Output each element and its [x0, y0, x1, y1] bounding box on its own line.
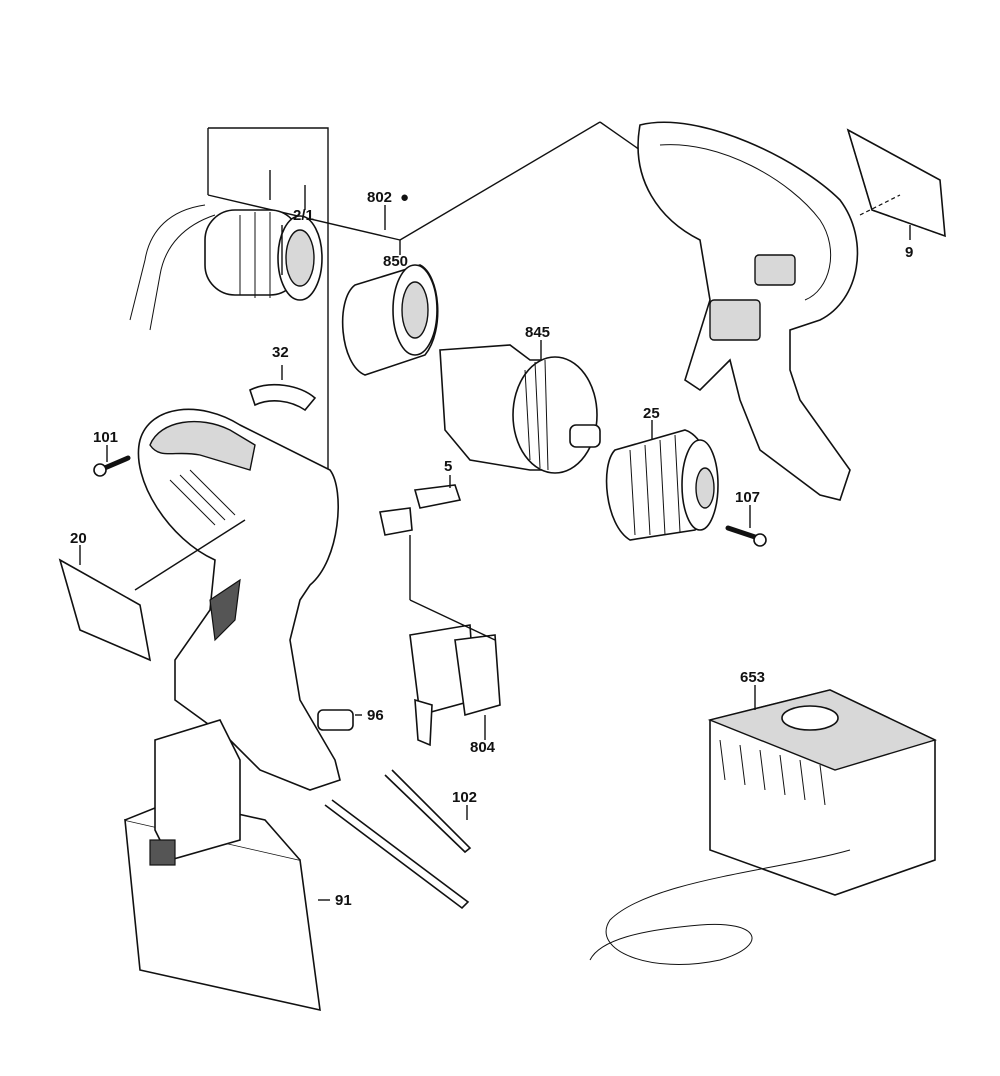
label-804: 804 [470, 739, 496, 756]
label-91: 91 [335, 892, 352, 909]
housing-right-half[interactable] [637, 121, 859, 501]
label-102: 102 [452, 789, 477, 806]
label-2-1: 2/1 [293, 207, 314, 224]
gear-housing-part-850[interactable] [341, 264, 439, 376]
housing-left-half[interactable] [137, 408, 341, 791]
label-20: 20 [70, 530, 87, 547]
screw-part-107[interactable] [725, 525, 767, 547]
label-107: 107 [735, 489, 760, 506]
motor-part-2-1[interactable] [129, 204, 323, 331]
part-96[interactable] [317, 709, 362, 731]
gearbox-part-845[interactable] [439, 344, 601, 474]
label-film-part-20[interactable] [58, 558, 152, 662]
label-32: 32 [272, 344, 289, 361]
label-845: 845 [525, 324, 550, 341]
battery-part-91[interactable] [124, 719, 321, 1012]
label-850: 850 [383, 253, 408, 270]
charger-part-653[interactable] [589, 689, 937, 965]
slide-part-32[interactable] [249, 383, 317, 412]
label-5: 5 [444, 458, 452, 475]
hex-key-part-102[interactable] [324, 769, 472, 910]
label-96: 96 [367, 707, 384, 724]
label-653: 653 [740, 669, 765, 686]
switch-actuator-part-5[interactable] [379, 484, 462, 536]
label-film-part-9[interactable] [846, 128, 946, 238]
leader-lines [79, 225, 911, 901]
marker-802: ● [400, 189, 409, 206]
screw-part-101[interactable] [93, 455, 131, 477]
label-25: 25 [643, 405, 660, 422]
label-101: 101 [93, 429, 118, 446]
label-9: 9 [905, 244, 913, 261]
label-802: 802 [367, 189, 392, 206]
chuck-part-25[interactable] [605, 429, 719, 541]
switch-part-804[interactable] [409, 535, 501, 747]
